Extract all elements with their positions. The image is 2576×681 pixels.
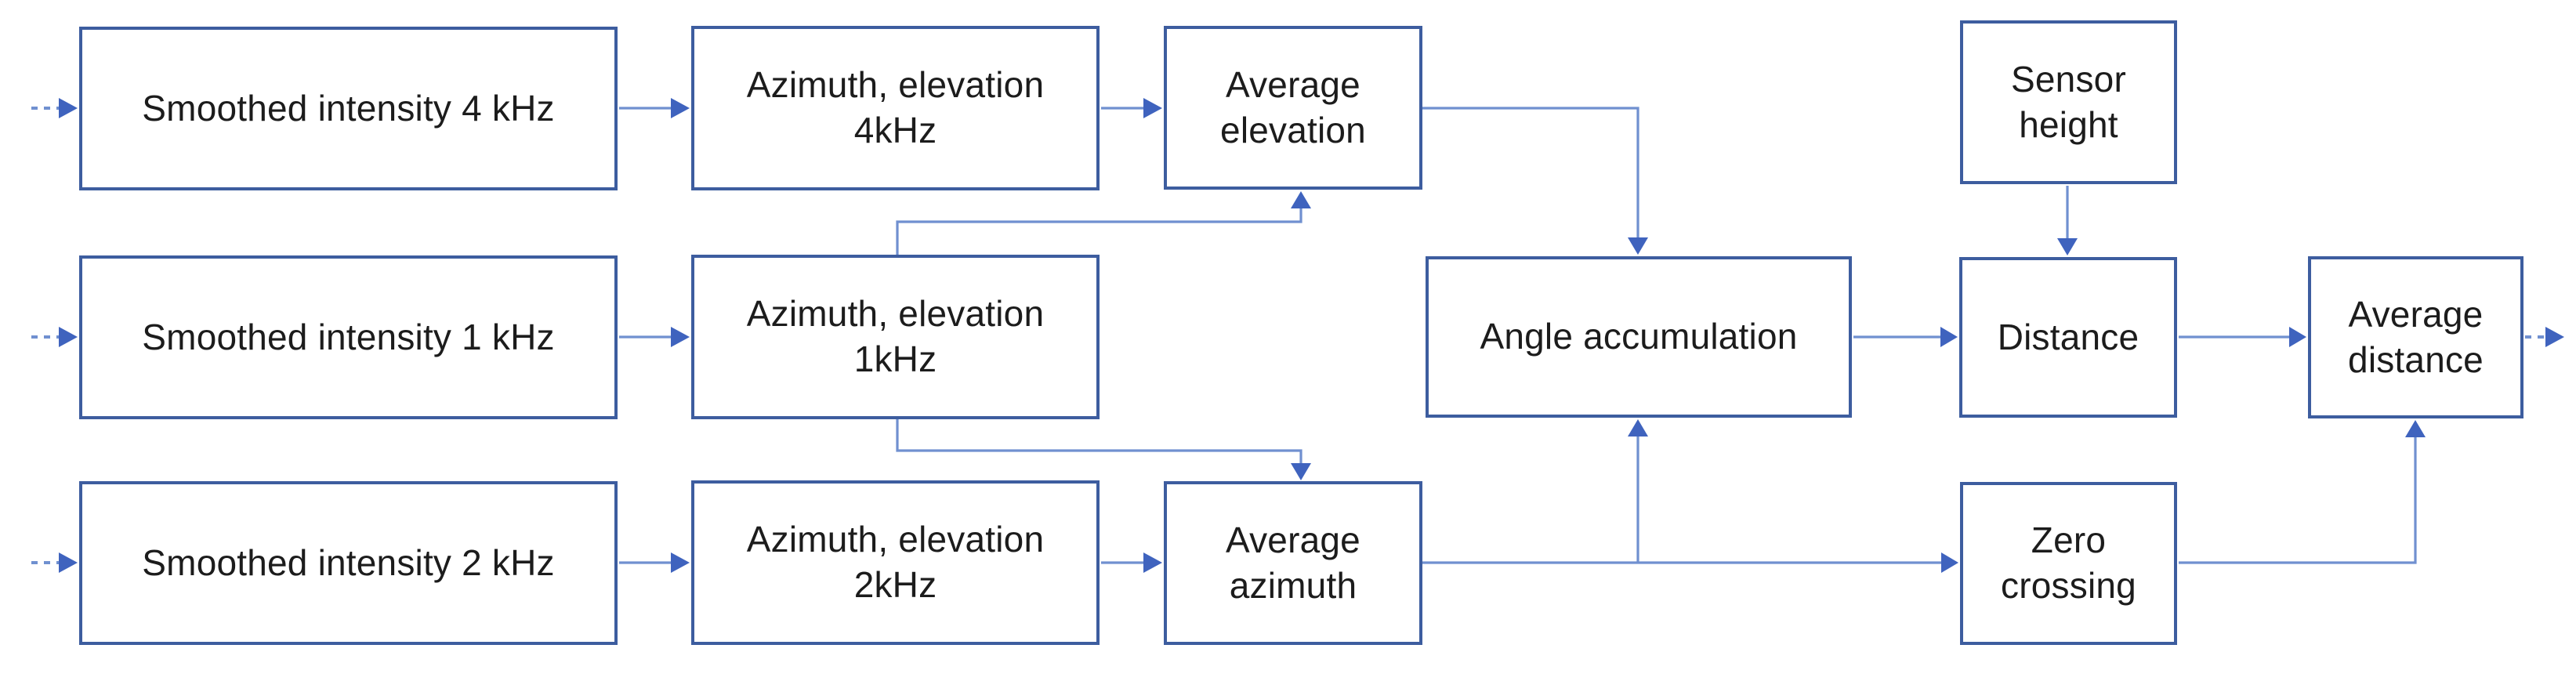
node-smoothed-intensity-2khz: Smoothed intensity 2 kHz bbox=[79, 481, 618, 645]
connector-avg-azimuth-to-angle-accumulation bbox=[1628, 419, 1648, 563]
connector-distance-to-avg-distance bbox=[2179, 327, 2306, 347]
connector-azel1-to-avg-elevation bbox=[896, 191, 1311, 255]
connector-sensor-height-to-distance bbox=[2057, 186, 2078, 255]
node-distance: Distance bbox=[1959, 257, 2177, 418]
node-smoothed-intensity-1khz: Smoothed intensity 1 kHz bbox=[79, 255, 618, 419]
connector-output-avg-distance bbox=[2525, 327, 2564, 347]
node-average-azimuth: Average azimuth bbox=[1164, 481, 1422, 645]
connector-azel1-to-avg-azimuth bbox=[896, 419, 1311, 480]
connector-input-smoothed1 bbox=[31, 327, 78, 347]
node-average-elevation: Average elevation bbox=[1164, 26, 1422, 190]
connector-smoothed1-to-azel1 bbox=[619, 327, 690, 347]
connector-input-smoothed2 bbox=[31, 552, 78, 573]
node-zero-crossing: Zero crossing bbox=[1960, 482, 2177, 645]
node-average-distance: Average distance bbox=[2308, 256, 2523, 418]
node-azimuth-elevation-4khz: Azimuth, elevation 4kHz bbox=[691, 26, 1100, 190]
connector-avg-azimuth-to-zero-crossing bbox=[1422, 552, 1958, 573]
connector-smoothed4-to-azel4 bbox=[619, 98, 690, 118]
node-sensor-height: Sensor height bbox=[1960, 20, 2177, 184]
node-azimuth-elevation-1khz: Azimuth, elevation 1kHz bbox=[691, 255, 1100, 419]
node-smoothed-intensity-4khz: Smoothed intensity 4 kHz bbox=[79, 27, 618, 190]
node-azimuth-elevation-2khz: Azimuth, elevation 2kHz bbox=[691, 480, 1100, 645]
connector-azel2-to-avg-azimuth bbox=[1101, 552, 1162, 573]
connector-azel4-to-avg-elevation bbox=[1101, 98, 1162, 118]
connector-angle-accumulation-to-distance bbox=[1853, 327, 1958, 347]
connector-avg-elevation-to-angle-accumulation bbox=[1422, 107, 1648, 255]
connector-zero-crossing-to-avg-distance bbox=[2179, 420, 2426, 564]
connector-input-smoothed4 bbox=[31, 98, 78, 118]
connector-smoothed2-to-azel2 bbox=[619, 552, 690, 573]
node-angle-accumulation: Angle accumulation bbox=[1426, 256, 1852, 418]
